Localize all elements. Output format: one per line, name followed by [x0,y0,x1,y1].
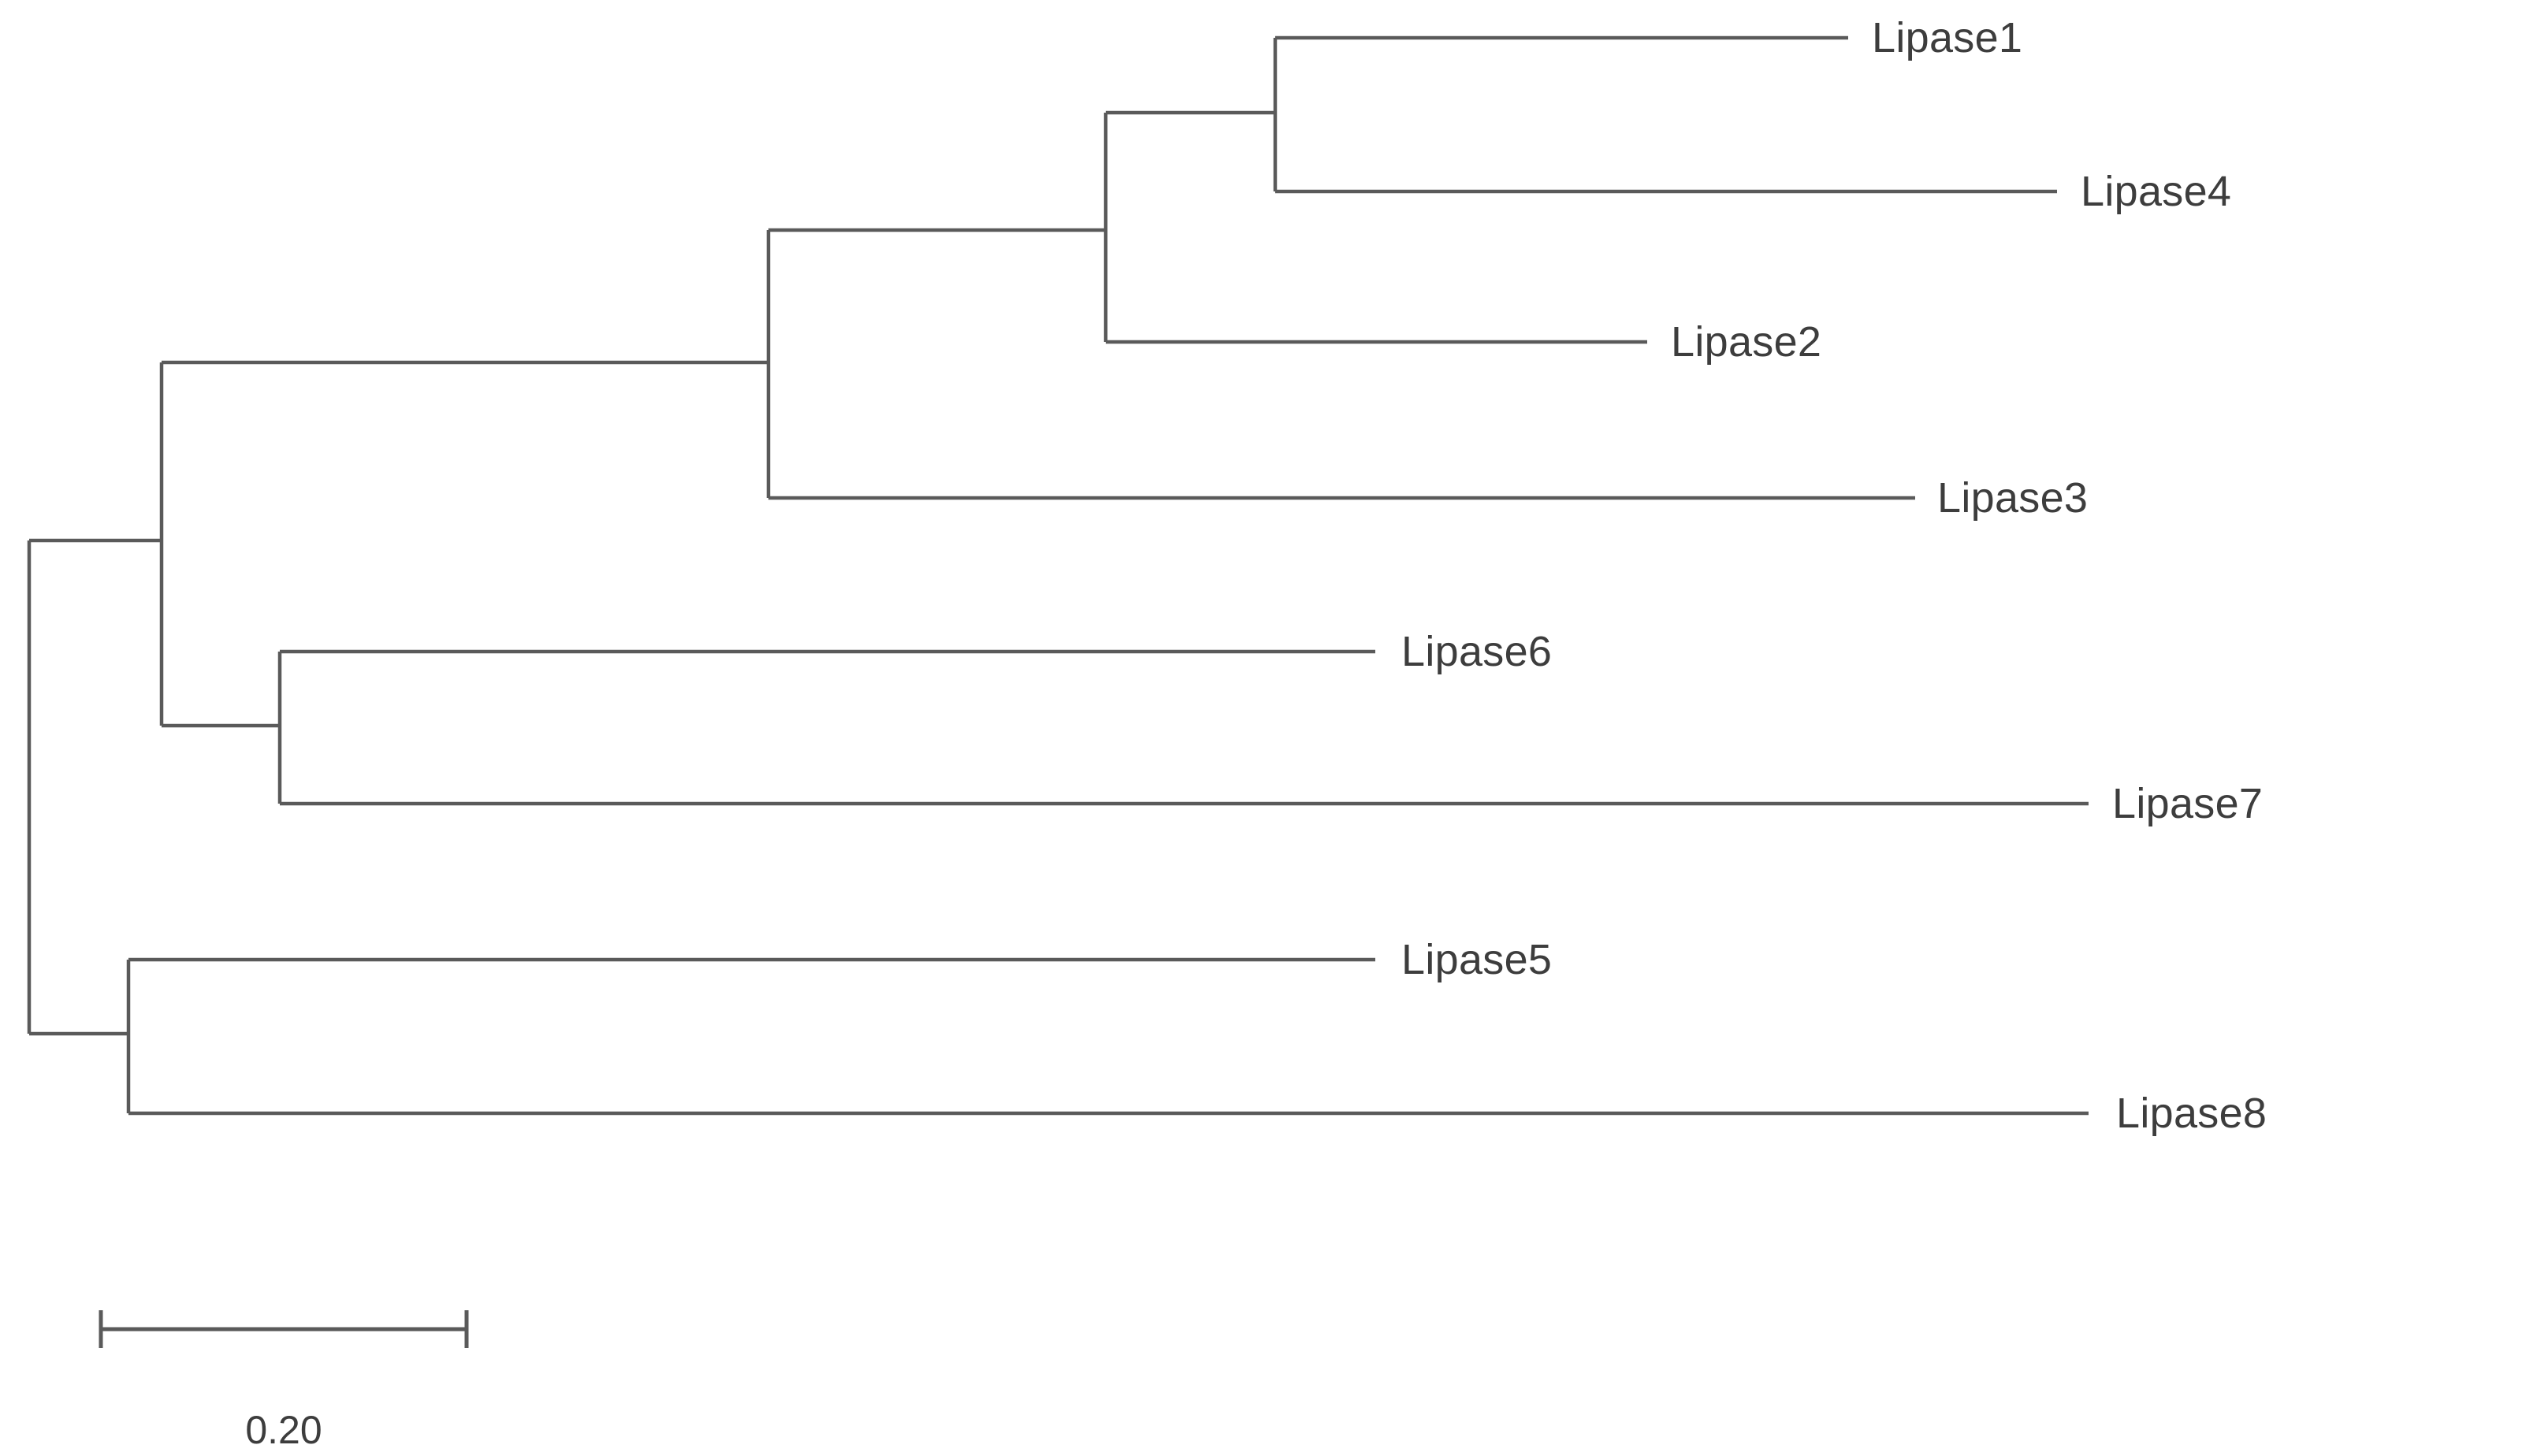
tip-label-lipase6: Lipase6 [1401,628,1553,675]
tip-label-lipase3: Lipase3 [1937,474,2089,522]
tip-label-lipase8: Lipase8 [2116,1090,2267,1137]
tip-label-lipase1: Lipase1 [1872,14,2023,61]
tip-label-lipase5: Lipase5 [1401,936,1553,983]
branch-group [27,35,2089,1116]
tip-label-lipase4: Lipase4 [2081,168,2232,215]
scale-bar-group [99,1310,469,1348]
scale-bar-label: 0.20 [245,1408,322,1452]
tip-label-lipase7: Lipase7 [2112,780,2264,827]
tip-label-lipase2: Lipase2 [1671,318,1822,366]
